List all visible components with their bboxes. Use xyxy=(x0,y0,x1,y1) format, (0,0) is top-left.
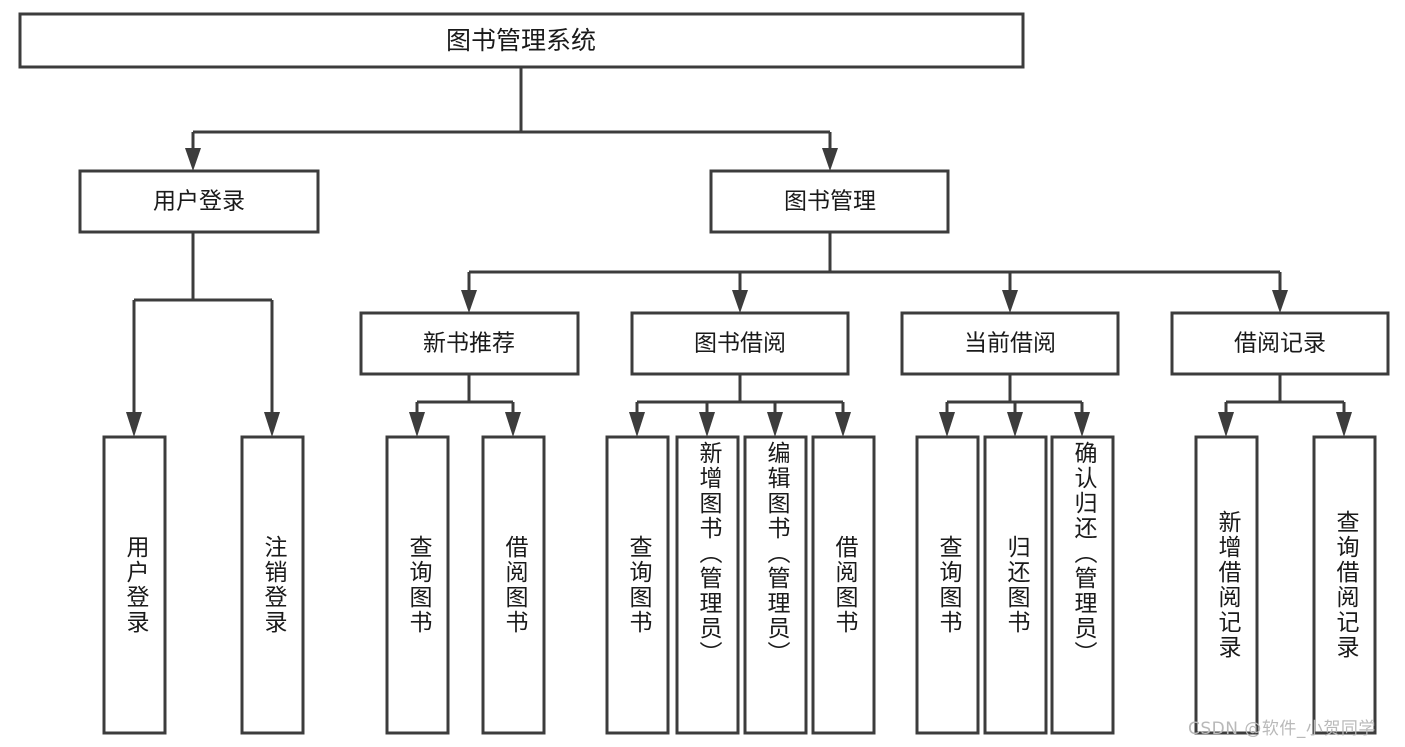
node-borrow-record[interactable]: 借阅记录 xyxy=(1170,311,1390,376)
node-leaf-borrow-book-2[interactable] xyxy=(811,435,876,735)
node-borrow-record-label: 借阅记录 xyxy=(1234,331,1326,357)
node-leaf-edit-book-admin[interactable] xyxy=(743,435,808,735)
node-leaf-query-book-2[interactable] xyxy=(605,435,670,735)
connector-user-login-to-leaves xyxy=(126,232,280,437)
csdn-watermark: CSDN @软件_小贺同学 xyxy=(1188,719,1376,739)
node-leaf-user-login[interactable] xyxy=(102,435,167,735)
node-book-borrow[interactable]: 图书借阅 xyxy=(630,311,850,376)
node-user-login-label: 用户登录 xyxy=(153,189,245,215)
node-leaf-query-book-3[interactable] xyxy=(915,435,980,735)
node-leaf-borrow-book-1[interactable] xyxy=(481,435,546,735)
connector-book-mgmt-to-level3 xyxy=(461,232,1288,313)
connector-root-to-level2 xyxy=(185,67,838,171)
node-leaf-add-book-admin[interactable] xyxy=(675,435,740,735)
node-book-management[interactable]: 图书管理 xyxy=(709,169,950,234)
node-new-book-recommend[interactable]: 新书推荐 xyxy=(359,311,580,376)
node-leaf-return-book[interactable] xyxy=(983,435,1048,735)
node-root-system-label: 图书管理系统 xyxy=(446,26,596,55)
node-current-borrow-label: 当前借阅 xyxy=(964,331,1056,357)
node-leaf-query-record[interactable] xyxy=(1312,435,1377,735)
node-book-borrow-label: 图书借阅 xyxy=(694,331,786,357)
node-leaf-query-book-1[interactable] xyxy=(385,435,450,735)
connector-borrow-record-to-leaves xyxy=(1218,374,1352,437)
node-root-system[interactable]: 图书管理系统 xyxy=(18,12,1025,69)
node-leaf-add-record[interactable] xyxy=(1194,435,1259,735)
node-user-login[interactable]: 用户登录 xyxy=(78,169,320,234)
node-leaf-logout[interactable] xyxy=(240,435,305,735)
connector-book-borrow-to-leaves xyxy=(629,374,851,437)
connector-current-borrow-to-leaves xyxy=(939,374,1090,437)
node-current-borrow[interactable]: 当前借阅 xyxy=(900,311,1120,376)
node-book-management-label: 图书管理 xyxy=(784,189,876,215)
node-new-book-recommend-label: 新书推荐 xyxy=(423,331,515,357)
leaf-boxes xyxy=(102,435,1377,735)
node-leaf-confirm-return[interactable] xyxy=(1050,435,1115,735)
connector-new-book-to-leaves xyxy=(409,374,521,437)
